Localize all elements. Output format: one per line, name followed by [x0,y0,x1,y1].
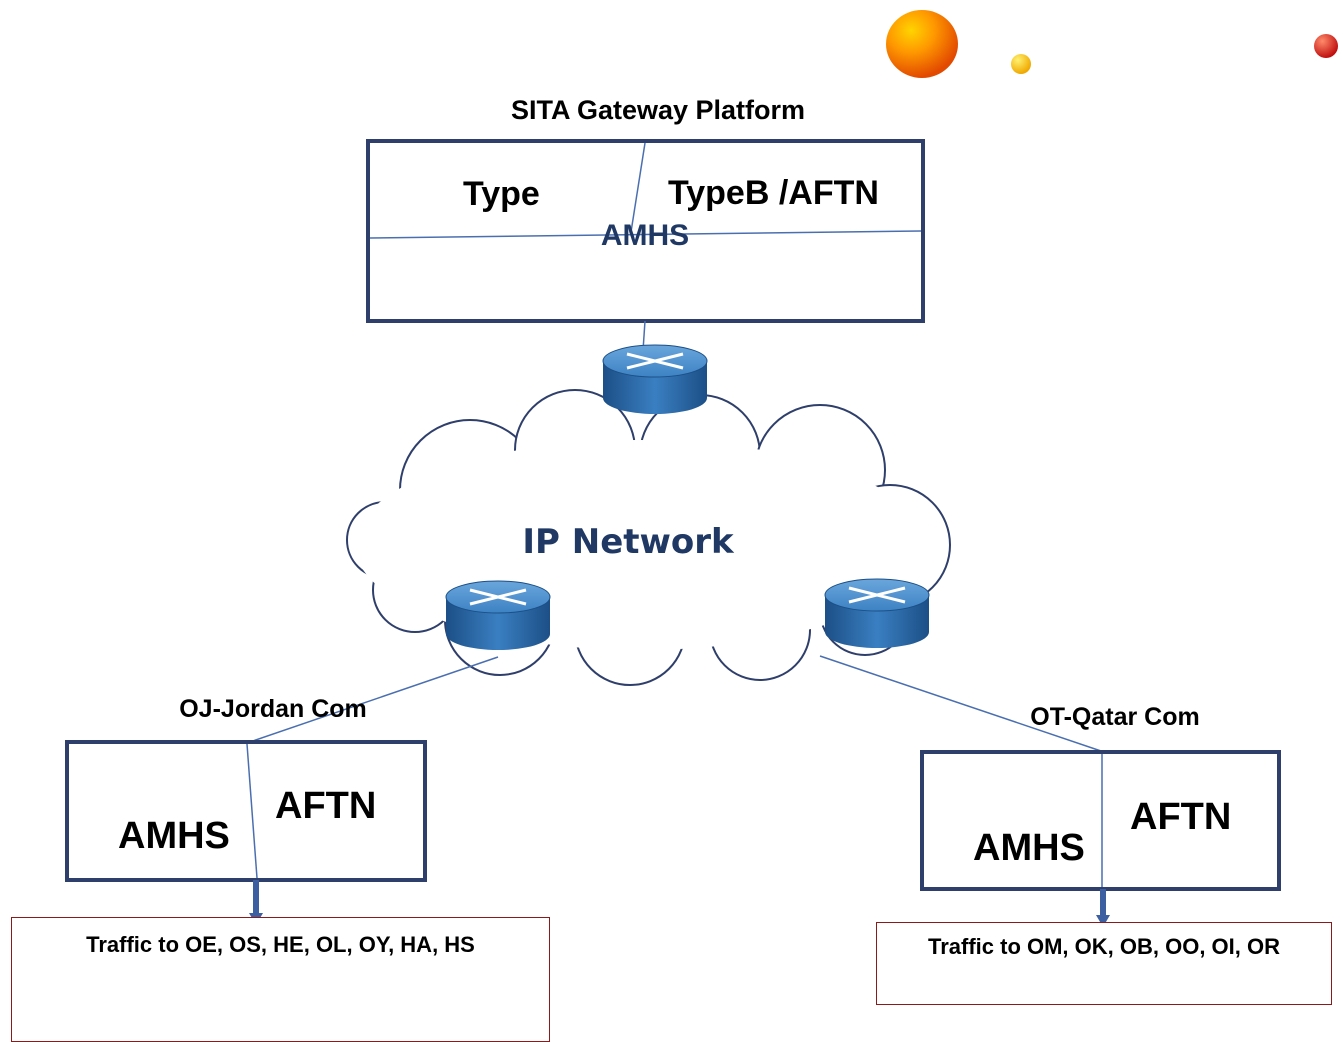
qatar-amhs-label: AMHS [973,827,1085,869]
gateway-right-label: TypeB /AFTN [668,174,879,212]
qatar-traffic-text: Traffic to OM, OK, OB, OO, OI, OR [927,934,1281,959]
jordan-box [65,740,427,882]
ip-network-label: IP Network [522,522,735,562]
jordan-traffic-text: Traffic to OE, OS, HE, OL, OY, HA, HS [86,932,475,957]
qatar-box [920,750,1281,891]
decorative-yellow-ball [1011,54,1031,74]
gateway-left-label: Type [463,175,540,213]
jordan-divider [246,743,258,879]
gateway-title: SITA Gateway Platform [511,95,805,125]
decorative-red-ball [1314,34,1338,58]
gateway-divider-vertical [630,142,646,233]
qatar-title: OT-Qatar Com [1030,703,1199,731]
qatar-aftn-label: AFTN [1130,796,1231,838]
decorative-orange-ball [886,10,958,78]
router-left [445,580,551,650]
gateway-divider-horizontal [369,230,922,239]
jordan-amhs-label: AMHS [118,815,230,857]
qatar-link [819,655,1102,752]
qatar-traffic-box: Traffic to OM, OK, OB, OO, OI, OR [876,922,1332,1005]
jordan-traffic-box: Traffic to OE, OS, HE, OL, OY, HA, HS [11,917,550,1042]
gateway-center-label: AMHS [601,219,689,252]
qatar-arrow-head [1096,915,1110,927]
gateway-box [366,139,925,323]
router-right [824,578,930,648]
jordan-title: OJ-Jordan Com [179,695,367,723]
jordan-link [246,656,499,744]
jordan-aftn-label: AFTN [275,785,376,827]
router-top [602,344,708,414]
